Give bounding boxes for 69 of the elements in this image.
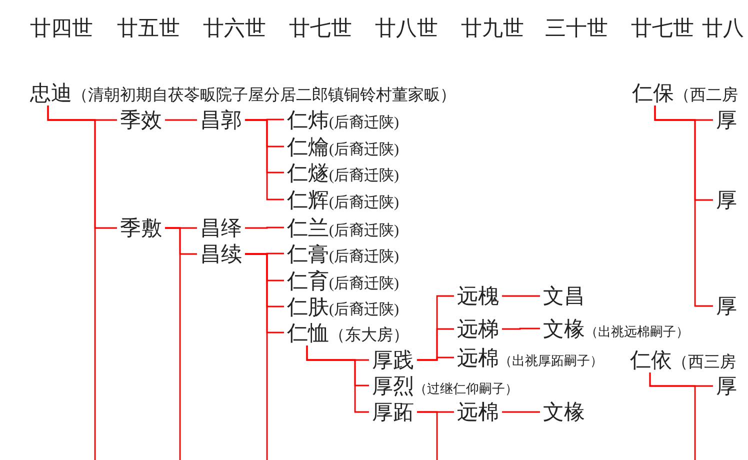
connector-line — [245, 226, 284, 229]
name-note: (后裔迁陕) — [329, 248, 399, 264]
name-note: (后裔迁陕) — [329, 302, 399, 318]
connector-line — [306, 346, 369, 413]
name-note: （过继仁仰嗣子） — [414, 380, 518, 396]
person-name: 厚跖 — [372, 402, 414, 422]
generation-label: 廿六世 — [203, 18, 266, 39]
person-name: 厚 — [716, 296, 737, 316]
person-name: 厚 — [716, 110, 737, 130]
person-name: 仁辉 — [287, 188, 329, 212]
name-note: （出祧厚跖嗣子） — [499, 352, 603, 368]
person-name: 厚 — [716, 376, 737, 396]
person-name: 文昌 — [543, 286, 585, 306]
name-note: (后裔迁陕) — [329, 142, 399, 158]
name-note: (后裔迁陕) — [329, 222, 399, 238]
connector-line — [245, 253, 268, 460]
person-name: 仁保 — [632, 80, 674, 104]
connector-line — [245, 119, 284, 200]
name-note: (后裔迁陕) — [329, 276, 399, 292]
generation-label: 廿七世 — [289, 18, 352, 39]
person-name: 昌续 — [200, 244, 242, 264]
person-name: 仁育 — [287, 268, 329, 292]
generation-label: 廿九世 — [461, 18, 524, 39]
name-note: （西二房 — [674, 86, 738, 104]
connector-line — [47, 106, 96, 460]
person-name: 厚 — [716, 190, 737, 210]
generation-label: 廿八世 — [375, 18, 438, 39]
connector-line — [649, 372, 696, 460]
connector-line — [165, 119, 197, 121]
person-name: 仁燧 — [287, 160, 329, 184]
generation-label: 三十世 — [545, 18, 608, 39]
connector-line — [654, 106, 713, 307]
name-note: （清朝初期自茯苓畈院子屋分居二郎镇铜铃村董家畈） — [72, 86, 456, 104]
person-name: 厚烈 — [372, 374, 414, 398]
person-name: 远槐 — [457, 286, 499, 306]
generation-label: 廿八 — [702, 18, 744, 39]
connector-line — [502, 328, 540, 330]
person-name: 仁恤 — [287, 320, 329, 344]
person-name: 文椽 — [543, 402, 585, 422]
generation-label: 廿七世 — [631, 18, 694, 39]
person-name: 仁膏 — [287, 242, 329, 266]
name-note: （西三房 — [672, 354, 736, 370]
person-name: 文椽 — [543, 316, 585, 340]
person-name: 仁爚 — [287, 134, 329, 158]
person-name: 昌郭 — [200, 110, 242, 130]
person-name: 仁依 — [630, 348, 672, 372]
connector-line — [502, 295, 540, 297]
person-name: 季敷 — [120, 218, 162, 238]
person-name: 远棉 — [457, 402, 499, 422]
connector-line — [417, 411, 438, 460]
connector-line — [165, 227, 181, 460]
person-name: 仁肤 — [287, 294, 329, 318]
person-name: 远棉 — [457, 346, 499, 370]
generation-label: 廿五世 — [117, 18, 180, 39]
generation-label: 廿四世 — [30, 18, 93, 39]
person-name: 昌绎 — [200, 218, 242, 238]
person-name: 忠迪 — [30, 80, 72, 104]
name-note: (后裔迁陕) — [329, 194, 399, 210]
connector-line — [417, 356, 454, 361]
person-name: 仁炜 — [287, 108, 329, 132]
person-name: 仁兰 — [287, 216, 329, 240]
person-name: 季效 — [120, 110, 162, 130]
name-note: （出祧远棉嗣子） — [585, 324, 689, 338]
name-note: (后裔迁陕) — [329, 168, 399, 184]
name-note: （东大房） — [329, 326, 409, 344]
connector-line — [502, 411, 540, 413]
person-name: 远梯 — [457, 318, 499, 340]
person-name: 厚践 — [372, 350, 414, 370]
name-note: (后裔迁陕) — [329, 114, 399, 130]
